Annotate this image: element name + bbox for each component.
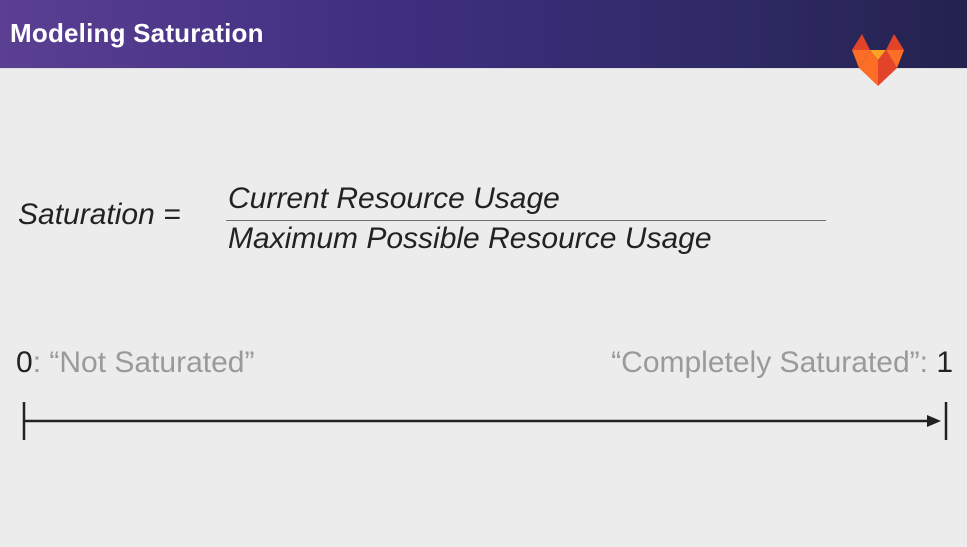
scale-min-label: 0: “Not Saturated” [16, 346, 254, 380]
scale-max-label: “Completely Saturated”: 1 [611, 346, 953, 380]
formula-lhs: Saturation = [18, 198, 181, 231]
formula-numerator: Current Resource Usage [228, 182, 560, 215]
formula-denominator: Maximum Possible Resource Usage [228, 222, 712, 255]
scale-max-text: “Completely Saturated”: [611, 346, 937, 379]
scale-min-text: : “Not Saturated” [32, 346, 255, 379]
slide-header: Modeling Saturation [0, 0, 967, 68]
slide-title: Modeling Saturation [10, 18, 264, 48]
fraction-bar [226, 220, 826, 221]
scale-max-value: 1 [936, 346, 953, 379]
scale-min-value: 0 [16, 346, 33, 379]
saturation-scale-arrow [0, 398, 967, 444]
fox-logo-icon [846, 28, 910, 88]
